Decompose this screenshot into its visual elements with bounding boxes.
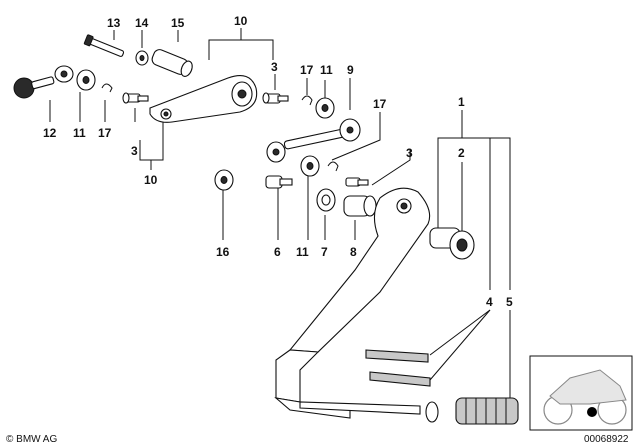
leader-lines bbox=[49, 28, 511, 400]
clip-17-top-part bbox=[301, 95, 313, 106]
ball-joint-12-part bbox=[13, 65, 74, 99]
callout-3-left: 3 bbox=[131, 144, 138, 158]
callout-1: 1 bbox=[458, 95, 465, 109]
callout-10-top: 10 bbox=[234, 14, 248, 28]
washer-14-hole bbox=[139, 55, 145, 61]
callout-17-left: 17 bbox=[98, 126, 112, 140]
rod-9-part bbox=[266, 118, 361, 163]
callout-17-top: 17 bbox=[300, 63, 314, 77]
bush-11-top-hole bbox=[321, 104, 329, 112]
shift-lever-1-part bbox=[274, 187, 431, 419]
callout-2: 2 bbox=[458, 146, 465, 160]
callout-11-bottom: 11 bbox=[296, 245, 309, 259]
callout-17-mid: 17 bbox=[373, 97, 387, 111]
pin-3-right-part bbox=[345, 177, 369, 187]
callout-labels: 13 14 15 10 3 17 11 9 12 11 17 3 10 17 1… bbox=[43, 14, 513, 309]
callout-11-left: 11 bbox=[73, 126, 86, 140]
copyright-text: © BMW AG bbox=[6, 434, 57, 445]
washer-7-hole bbox=[321, 194, 331, 206]
peg-rubber-5-part bbox=[425, 397, 519, 425]
bush-11-bottom-hole bbox=[306, 162, 314, 170]
callout-10-bottom: 10 bbox=[144, 173, 158, 187]
sleeve-15-part bbox=[151, 49, 193, 77]
bolt-13-part bbox=[83, 34, 125, 57]
pin-3-left-part bbox=[122, 92, 149, 104]
clip-17-left-part bbox=[101, 83, 113, 93]
callout-7: 7 bbox=[321, 245, 328, 259]
sleeve-8-part bbox=[343, 195, 377, 217]
lever-10-part bbox=[149, 75, 258, 123]
callout-9: 9 bbox=[347, 63, 354, 77]
callout-15: 15 bbox=[171, 16, 185, 30]
clip-17-mid-part bbox=[327, 161, 339, 172]
callout-5: 5 bbox=[506, 295, 513, 309]
callout-13: 13 bbox=[107, 16, 121, 30]
bolt-6-part bbox=[265, 175, 293, 189]
image-number-text: 00068922 bbox=[584, 434, 629, 445]
callout-8: 8 bbox=[350, 245, 357, 259]
callout-11-top: 11 bbox=[320, 63, 333, 77]
callout-4: 4 bbox=[486, 295, 493, 309]
callout-14: 14 bbox=[135, 16, 149, 30]
callout-3-top: 3 bbox=[271, 60, 278, 74]
motorcycle-inset bbox=[529, 355, 633, 431]
callout-16: 16 bbox=[216, 245, 230, 259]
callout-12: 12 bbox=[43, 126, 57, 140]
bush-11-left-hole bbox=[82, 76, 90, 84]
pivot-2-part bbox=[429, 227, 475, 260]
nut-16-part bbox=[214, 169, 234, 191]
pin-3-top-part bbox=[262, 92, 289, 104]
rubber-4-part bbox=[365, 349, 431, 387]
callout-6: 6 bbox=[274, 245, 281, 259]
callout-3-right: 3 bbox=[406, 146, 413, 160]
